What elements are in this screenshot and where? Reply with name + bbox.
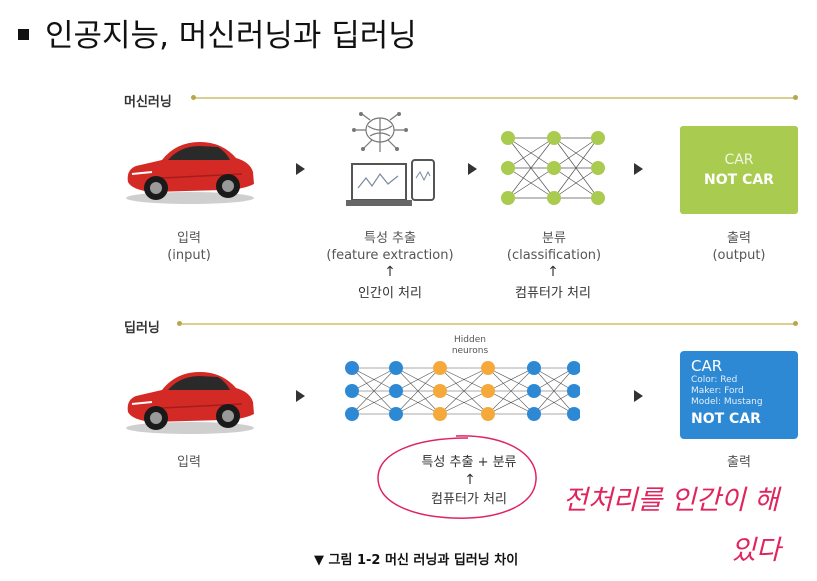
dl-output-not-car: NOT CAR (691, 411, 761, 427)
arrow-right-icon (468, 163, 477, 175)
neuron (389, 384, 403, 398)
neuron (567, 384, 580, 398)
network-edge (439, 367, 489, 415)
red-car-icon (126, 372, 254, 434)
ml-step-classification: 분류(classification) (506, 231, 602, 263)
green-network-icon (501, 131, 605, 205)
network-edge (351, 367, 397, 392)
handwritten-circle-annotation (377, 435, 537, 519)
timeline-dot-start (177, 321, 182, 326)
neuron (527, 407, 541, 421)
hidden-neuron (481, 407, 495, 421)
neuron (345, 407, 359, 421)
neuron (389, 407, 403, 421)
ml-output-box: CAR NOT CAR (680, 126, 798, 214)
ml-output-not-car: NOT CAR (704, 172, 774, 188)
network-edge (395, 367, 441, 392)
ml-step-feature-extraction: 특성 추출(feature extraction) (326, 231, 454, 263)
neuron (567, 361, 580, 375)
neuron (567, 407, 580, 421)
up-arrow-icon: ↑ (547, 264, 559, 280)
arrow-right-icon (634, 390, 643, 402)
network-edge (487, 367, 535, 415)
network-edge (439, 367, 489, 392)
arrow-right-icon (296, 163, 305, 175)
network-edge (439, 390, 489, 415)
network-edge (395, 367, 441, 415)
figure-caption: ▼ 그림 1-2 머신 러닝과 딥러닝 차이 (314, 553, 519, 568)
ml-step-output: 출력(output) (712, 231, 766, 263)
neuron (345, 384, 359, 398)
hidden-neuron (433, 361, 447, 375)
dl-output-car: CAR (691, 357, 723, 375)
network-edge (351, 390, 397, 415)
red-car-icon (126, 142, 254, 204)
network-edge (395, 390, 441, 415)
dl-processing-note: 컴퓨터가 처리 (431, 492, 507, 507)
dl-output-details: Color: Red Maker: Ford Model: Mustang (691, 375, 763, 407)
dl-step-feature-classification: 특성 추출 + 분류 (421, 455, 517, 470)
ml-classification-note: 컴퓨터가 처리 (515, 286, 591, 301)
deep-learning-timeline (182, 323, 794, 325)
ml-output-car: CAR (724, 152, 754, 168)
hidden-neuron (433, 407, 447, 421)
machine-learning-timeline (196, 97, 794, 99)
deep-learning-label: 딥러닝 (124, 321, 160, 336)
timeline-dot-start (191, 95, 196, 100)
arrow-right-icon (296, 390, 305, 402)
hidden-neuron (433, 384, 447, 398)
timeline-dot-end (793, 321, 798, 326)
network-edge (487, 390, 535, 415)
hidden-neuron (481, 384, 495, 398)
neuron (345, 361, 359, 375)
page-title: 인공지능, 머신러닝과 딥러닝 (18, 10, 417, 55)
deep-network-icon (345, 361, 580, 421)
handwritten-note-line1: 전처리를 인간이 해 (563, 485, 779, 516)
machine-learning-label: 머신러닝 (124, 95, 172, 110)
timeline-dot-end (793, 95, 798, 100)
dl-output-box: CAR Color: Red Maker: Ford Model: Mustan… (680, 351, 798, 439)
up-arrow-icon: ↑ (464, 472, 476, 488)
up-arrow-icon: ↑ (384, 264, 396, 280)
network-edge (533, 367, 575, 392)
bullet-square-icon (18, 29, 29, 40)
dl-step-input: 입력 (177, 455, 201, 470)
network-edge (487, 367, 535, 392)
network-edge (533, 390, 575, 415)
neuron (527, 384, 541, 398)
network-edge (533, 367, 575, 415)
neuron (527, 361, 541, 375)
handwritten-note-line2: 있다 (731, 535, 781, 566)
network-edge (351, 367, 397, 415)
brain-computer-icon (346, 112, 435, 206)
ml-feature-note: 인간이 처리 (358, 286, 422, 301)
dl-step-output: 출력 (727, 455, 751, 470)
neuron (389, 361, 403, 375)
arrow-right-icon (634, 163, 643, 175)
hidden-neuron (481, 361, 495, 375)
ml-step-input: 입력(input) (167, 231, 211, 263)
